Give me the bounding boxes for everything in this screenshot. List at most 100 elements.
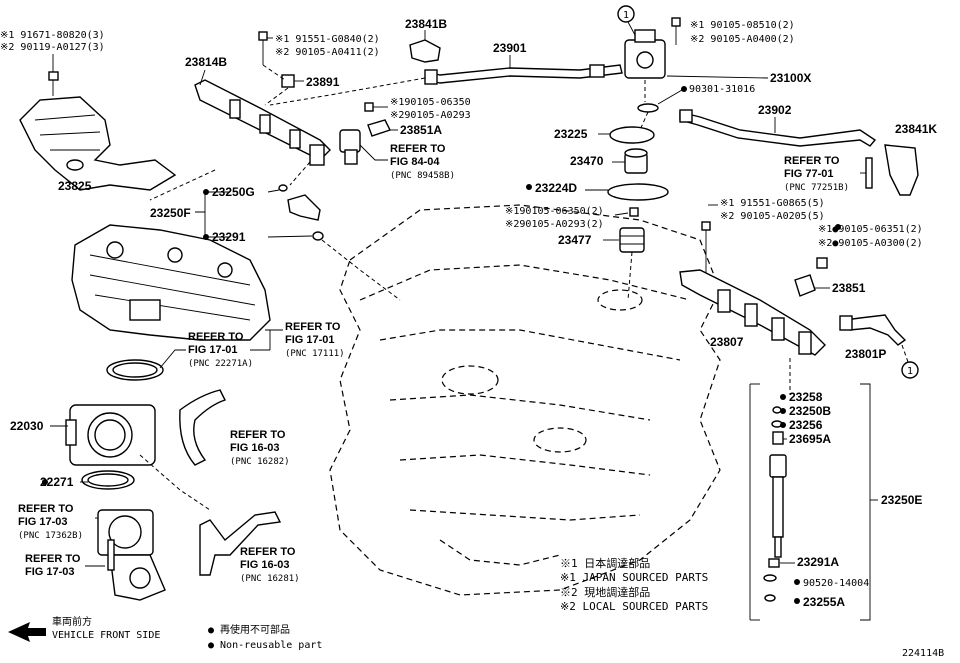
fuel-rail-23807[interactable] <box>679 269 826 356</box>
part-label: 23695A <box>789 432 831 446</box>
part-label: 23901 <box>493 41 527 55</box>
heat-insulator-23825[interactable] <box>19 96 177 191</box>
bolt-label: ※1 91551-G0840(2) <box>275 34 380 45</box>
vehicle-front-indicator: 車両前方 VEHICLE FRONT SIDE <box>8 615 160 642</box>
part-label: 23851 <box>832 281 866 295</box>
bolt-91551-g0840[interactable] <box>258 31 268 65</box>
part-label: 23258 <box>789 390 823 404</box>
bolt-label: ※290105-A0293(2) <box>505 219 604 230</box>
throttle-body-22030[interactable] <box>65 404 156 466</box>
callout-number: 1 <box>907 366 913 377</box>
bolt-label: ※2 90119-A0127(3) <box>0 42 105 53</box>
part-label: 23256 <box>789 418 823 432</box>
part-label: 90301-31016 <box>689 84 755 95</box>
refer-pnc: (PNC 77251B) <box>784 183 849 193</box>
refer-pnc: (PNC 17111) <box>285 349 345 359</box>
refer-label: REFER TO <box>784 155 840 167</box>
bolt-90105-06350[interactable] <box>364 102 388 112</box>
part-label: 23100X <box>770 71 811 85</box>
injector-upper[interactable] <box>287 194 321 221</box>
clamp-23851[interactable] <box>794 274 816 297</box>
fuel-pressure-sensor[interactable] <box>339 129 361 165</box>
part-label: 23255A <box>803 595 845 609</box>
fuel-pipe-23901[interactable] <box>424 64 623 85</box>
seal[interactable] <box>312 231 324 241</box>
intake-manifold[interactable] <box>71 224 271 341</box>
fuel-pipe-23801P[interactable] <box>843 314 907 346</box>
refer-label: REFER TO <box>25 553 81 565</box>
fuel-pipe-23902[interactable] <box>679 109 877 147</box>
bolt-90105-06350-2[interactable] <box>629 207 639 217</box>
part-label: 23841B <box>405 17 447 31</box>
part-label: 23825 <box>58 179 92 193</box>
bolt-label: ※1 91551-G0865(5) <box>720 198 825 209</box>
bolt-91551-g0865[interactable] <box>701 221 711 275</box>
fuel-rail-23814B[interactable] <box>194 79 331 166</box>
bolt-90105-08510[interactable] <box>671 17 681 45</box>
part-label: 23250E <box>881 493 922 507</box>
part-label: 23891 <box>306 75 340 89</box>
bolt-label: ※190105-06350(2) <box>505 206 604 217</box>
part-label: 23291 <box>212 230 246 244</box>
sensor-23841K[interactable] <box>884 144 919 196</box>
part-label: 23250F <box>150 206 191 220</box>
fuel-pump-23100X[interactable] <box>624 29 666 79</box>
intake-elbow[interactable] <box>97 509 166 601</box>
bolt-90105-06351[interactable] <box>816 257 828 269</box>
part-label: 23851A <box>400 123 442 137</box>
oring[interactable] <box>278 184 288 192</box>
oring[interactable] <box>772 406 782 414</box>
bolt-label: ※1 90105-08510(2) <box>690 20 795 31</box>
ring[interactable] <box>764 594 776 602</box>
part-label: 23250G <box>212 185 255 199</box>
refer-label: FIG 16-03 <box>230 442 280 454</box>
bolt-label: ※1●90105-06351(2) <box>818 224 923 235</box>
bracket-23695A[interactable] <box>772 431 784 445</box>
front-label-jp: 車両前方 <box>52 615 92 628</box>
nonreusable-en: ● Non-reusable part <box>208 640 322 651</box>
part-label: 23291A <box>797 555 839 569</box>
gasket-23224D[interactable] <box>607 183 669 201</box>
figure-id: 224114B <box>902 648 944 659</box>
refer-pnc: (PNC 16281) <box>240 574 300 584</box>
refer-label: FIG 17-01 <box>188 344 238 356</box>
part-label: 23477 <box>558 233 592 247</box>
refer-label: REFER TO <box>390 143 446 155</box>
clip-23841B[interactable] <box>409 39 441 63</box>
bolt-label: ※190105-06350 <box>390 97 471 108</box>
housing-23477[interactable] <box>619 227 645 253</box>
part-label: 23801P <box>845 347 886 361</box>
injector-23250E[interactable] <box>769 454 787 558</box>
arrow-left-icon <box>8 622 46 642</box>
nonreusable-jp: ● 再使用不可部品 <box>208 623 290 636</box>
lifter-23470[interactable] <box>624 148 648 174</box>
callout-circle <box>901 361 919 379</box>
oring-90301[interactable] <box>637 103 659 113</box>
injector-kit-bracket <box>749 383 878 621</box>
legend-line: ※1 JAPAN SOURCED PARTS <box>560 571 708 584</box>
refer-label: REFER TO <box>230 429 286 441</box>
part-label: 22030 <box>10 419 44 433</box>
gasket-23225[interactable] <box>609 126 655 144</box>
refer-pnc: (PNC 16282) <box>230 457 290 467</box>
engine-block-outline <box>329 204 721 596</box>
bolt-label: ※2 90105-A0411(2) <box>275 47 380 58</box>
hose[interactable] <box>199 511 282 576</box>
front-label-en: VEHICLE FRONT SIDE <box>52 630 160 641</box>
refer-label: FIG 16-03 <box>240 559 290 571</box>
washer[interactable] <box>763 574 777 582</box>
seal-23291A[interactable] <box>768 558 780 568</box>
clamp-23851A[interactable] <box>367 119 391 137</box>
legend: ※1 日本調達部品 ※1 JAPAN SOURCED PARTS ※2 現地調達… <box>560 556 708 613</box>
part-label: 23250B <box>789 404 831 418</box>
collar-23891[interactable] <box>281 74 295 88</box>
refer-label: REFER TO <box>188 331 244 343</box>
refer-label: FIG 84-04 <box>390 156 440 168</box>
hose[interactable] <box>179 389 226 466</box>
refer-label: FIG 17-03 <box>25 566 75 578</box>
bolt-91671[interactable] <box>48 71 59 96</box>
refer-label: FIG 77-01 <box>784 168 834 180</box>
refer-label: FIG 17-01 <box>285 334 335 346</box>
refer-pnc: (PNC 17362B) <box>18 531 83 541</box>
part-label: 23224D <box>535 181 577 195</box>
